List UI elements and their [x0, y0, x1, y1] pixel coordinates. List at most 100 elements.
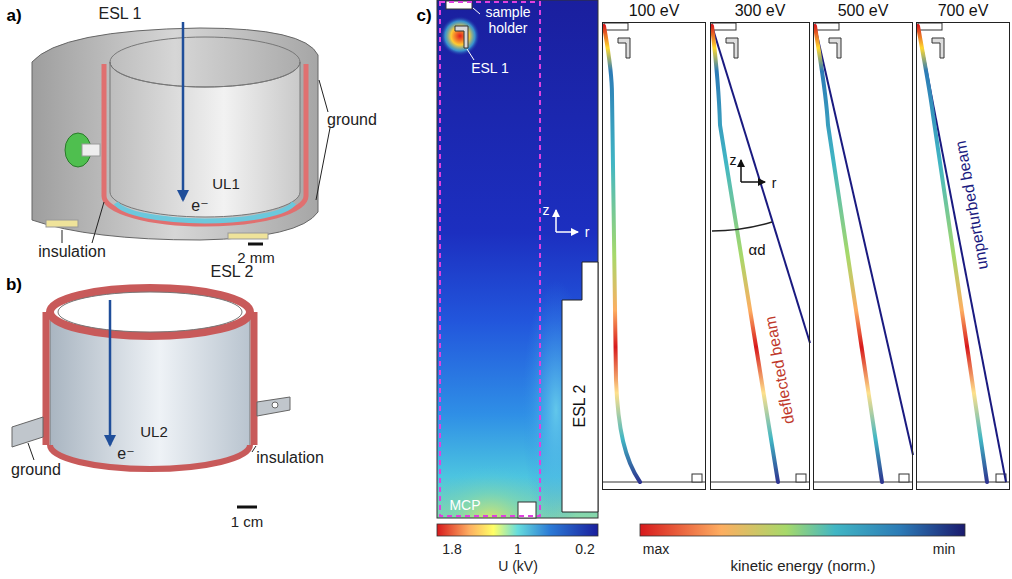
deflected-beam	[712, 26, 778, 482]
leader-line	[473, 8, 480, 14]
trajectory-panel-art	[602, 23, 1010, 482]
sample-holder	[815, 23, 839, 30]
part-name: ESL 1	[471, 60, 509, 76]
voltage-label: UL1	[212, 175, 240, 192]
sample-holder	[604, 23, 628, 30]
electrode-box: ESL 2	[562, 300, 598, 512]
lens-electrode	[562, 262, 598, 512]
deflected-beam	[815, 26, 882, 482]
lens-electrode	[110, 62, 300, 217]
insulation-spacer	[46, 220, 78, 227]
leader-line	[28, 443, 34, 460]
part-name: MCP	[449, 497, 480, 513]
electrode-rim	[110, 37, 300, 87]
scale-bar	[248, 243, 263, 246]
axis-arrow	[741, 181, 765, 183]
zoom-frame	[440, 2, 540, 516]
part-name: ESL 2	[571, 385, 589, 428]
unperturbed-beam	[918, 26, 1006, 482]
colorbar-title: U (kV)	[498, 558, 538, 574]
simulation-panel: 700 eV	[916, 22, 1010, 490]
scale-bar	[237, 506, 257, 509]
potential-field	[437, 0, 598, 518]
insulation-spacer	[228, 233, 268, 239]
angle-label: αd	[748, 241, 765, 258]
electron-label: e⁻	[191, 197, 208, 215]
electron-arrow	[109, 300, 112, 445]
panel-heading: 500 eV	[838, 2, 889, 20]
deflected-beam	[604, 26, 640, 482]
part-label: insulation	[256, 449, 324, 467]
insulation-layer	[43, 312, 50, 445]
detector	[796, 474, 806, 482]
unperturbed-beam	[712, 26, 810, 343]
insulation-layer	[251, 312, 258, 445]
panel-heading: 100 eV	[629, 2, 680, 20]
panel-heading: 700 eV	[938, 2, 989, 20]
lens-electrode	[618, 38, 630, 58]
lens-electrode	[726, 38, 738, 58]
leader-line	[467, 49, 474, 60]
sample-holder	[712, 23, 736, 30]
ground-flange	[257, 397, 290, 416]
potential-map	[437, 0, 598, 518]
panel-letter: b)	[6, 275, 22, 295]
axis-label: r	[772, 175, 777, 191]
leader-line	[316, 128, 330, 200]
leader-line	[252, 446, 256, 452]
part-label: ground	[11, 461, 61, 479]
axis-arrow	[740, 160, 742, 182]
electron-arrow	[182, 22, 185, 200]
panel-letter: a)	[6, 6, 21, 26]
lens-electrode	[829, 38, 841, 58]
panel-heading: 300 eV	[735, 2, 786, 20]
colorbar-title: kinetic energy (norm.)	[730, 557, 875, 574]
part-name: ESL 1	[99, 5, 142, 23]
tick-label: min	[933, 541, 956, 557]
panel-letter: c)	[416, 6, 431, 26]
leader-line	[319, 80, 328, 112]
insulation-layer	[104, 64, 306, 224]
colorbar	[437, 524, 598, 536]
axis-label: r	[585, 224, 590, 240]
leader-line	[92, 202, 104, 243]
simulation-panel: 500 eV	[813, 22, 913, 490]
detector-plane	[710, 482, 810, 483]
sample-holder	[918, 23, 942, 30]
flange-hole	[272, 402, 278, 408]
lens-electrode	[932, 38, 944, 58]
leader-line	[62, 230, 63, 243]
beam-label: deflected beam	[761, 315, 798, 426]
ground-flange	[12, 417, 43, 447]
detector	[692, 474, 702, 482]
lens-electrode	[455, 26, 468, 48]
insulation-layer	[50, 445, 250, 469]
electrode-rim	[58, 292, 242, 332]
axis-label: z	[543, 202, 550, 218]
axis-arrow	[555, 210, 557, 232]
part-label: sample holder	[482, 4, 534, 36]
tick-label: 1.8	[442, 541, 461, 557]
panel-frame	[437, 0, 598, 518]
potential-field	[437, 465, 560, 518]
angle-arc	[712, 222, 772, 231]
part-label: ground	[327, 111, 377, 129]
insulation-ring	[50, 288, 250, 336]
lens-housing	[32, 28, 318, 240]
part-name: ESL 2	[211, 263, 254, 281]
electron-label: e⁻	[117, 445, 134, 463]
voltage-label: UL2	[140, 423, 168, 440]
detector-plane	[813, 482, 913, 483]
potential-hotspot	[440, 16, 480, 56]
part-label: insulation	[38, 243, 106, 261]
axis-label: z	[730, 152, 737, 168]
connector-pin	[82, 144, 100, 156]
detector-plane	[602, 482, 706, 483]
tick-label: max	[643, 541, 669, 557]
unperturbed-beam	[815, 26, 913, 455]
tick-label: 0.2	[575, 541, 594, 557]
scale-label: 1 cm	[231, 513, 264, 530]
colorbar	[640, 524, 965, 536]
